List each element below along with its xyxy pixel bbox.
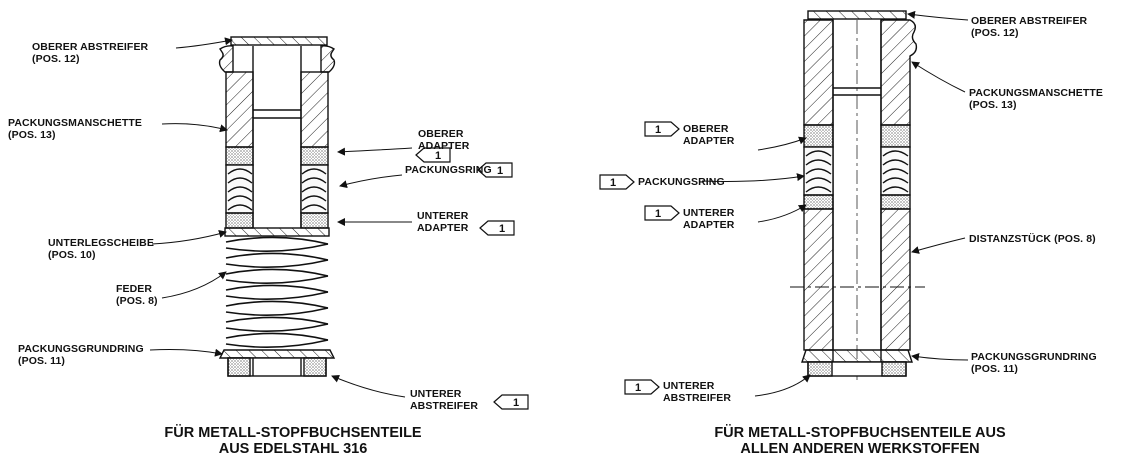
label-left-washer: UNTERLEGSCHEIBE(POS. 10) [48, 237, 154, 261]
right-lower-wiper [807, 361, 907, 377]
right-base-ring [801, 349, 913, 363]
flag-numbers: 1 1 1 1 1 1 1 1 [435, 124, 661, 409]
left-top-wiper [218, 36, 336, 73]
label-left-packing-box: PACKUNGSMANSCHETTE(POS. 13) [8, 117, 143, 141]
right-packing-rings [803, 146, 911, 196]
label-left-spring: FEDER(POS. 8) [116, 283, 158, 307]
left-upper-adapter [225, 146, 254, 166]
flag-right-lower-wiper [624, 379, 660, 395]
flag-left-packing-ring [477, 162, 513, 178]
left-assembly [218, 36, 336, 377]
svg-text:1: 1 [497, 165, 503, 177]
left-leaders [149, 37, 413, 398]
flag-right-upper-adapter [644, 121, 680, 137]
svg-text:1: 1 [499, 223, 505, 235]
label-right-packing-box: PACKUNGSMANSCHETTE(POS. 13) [969, 87, 1104, 111]
svg-text:1: 1 [610, 177, 616, 189]
svg-text:1: 1 [435, 150, 441, 162]
label-left-top-wiper: OBERER ABSTREIFER(POS. 12) [32, 41, 149, 65]
svg-text:1: 1 [513, 397, 519, 409]
right-upper-adapter [803, 124, 834, 148]
flag-left-upper-adapter [415, 147, 451, 163]
label-right-packing-base: PACKUNGSGRUNDRING(POS. 11) [971, 351, 1097, 375]
left-base-ring [218, 349, 336, 359]
flag-right-lower-adapter [644, 205, 680, 221]
note-flags [415, 121, 680, 410]
right-assembly [790, 10, 925, 380]
left-spring [225, 236, 329, 348]
svg-text:1: 1 [635, 382, 641, 394]
right-leaders [701, 10, 969, 397]
label-right-packing-ring: PACKUNGSRING [638, 176, 725, 188]
label-right-spacer: DISTANZSTÜCK (POS. 8) [969, 233, 1096, 245]
right-spacer [790, 20, 925, 380]
flag-left-lower-adapter [479, 220, 515, 236]
label-left-packing-base: PACKUNGSGRUNDRING(POS. 11) [18, 343, 144, 367]
left-lower-adapter [225, 212, 254, 229]
left-washer [224, 227, 330, 237]
left-packing-rings [225, 164, 329, 214]
svg-text:1: 1 [655, 208, 661, 220]
right-top-wiper [807, 10, 907, 20]
flag-left-lower-wiper [493, 394, 529, 410]
left-lower-wiper [227, 357, 327, 377]
flag-right-packing-ring [599, 174, 635, 190]
right-lower-adapter [803, 194, 834, 210]
label-left-packing-ring: PACKUNGSRING [405, 164, 492, 176]
left-packing-box [225, 46, 329, 228]
svg-text:1: 1 [655, 124, 661, 136]
label-right-top-wiper: OBERER ABSTREIFER(POS. 12) [971, 15, 1088, 39]
